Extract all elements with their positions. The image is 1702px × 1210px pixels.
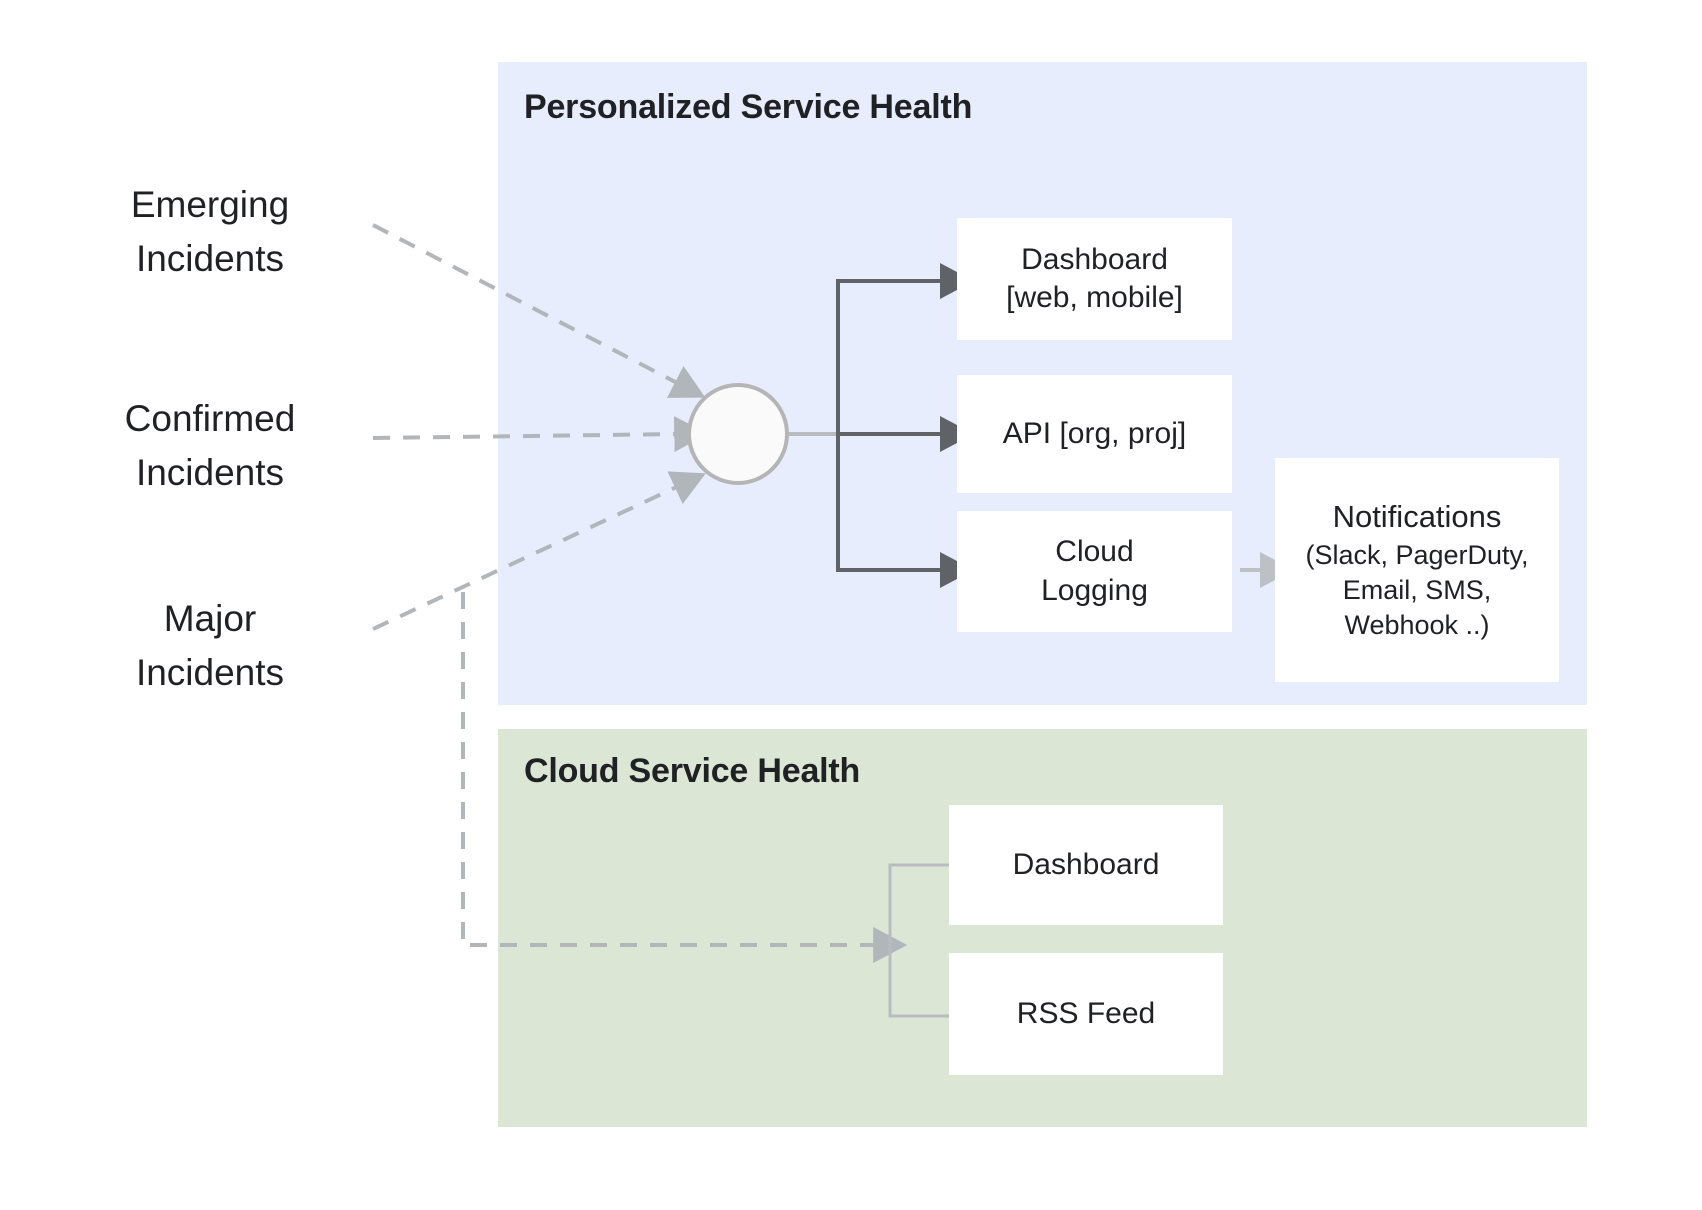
box-rss-feed-label: RSS Feed xyxy=(1016,996,1156,1030)
input-label-confirmed-incidents: Confirmed Incidents xyxy=(124,398,296,493)
box-rss-feed[interactable]: RSS Feed xyxy=(949,953,1223,1075)
box-cloud-dashboard-label: Dashboard xyxy=(1012,847,1160,881)
box-cloud-logging-line1: Cloud xyxy=(1055,535,1134,569)
box-dashboard-web-mobile[interactable]: Dashboard [web, mobile] xyxy=(957,218,1232,340)
panel-title-cloud-service-health: Cloud Service Health xyxy=(524,752,861,790)
box-notifications-channels: (Slack, PagerDuty, Email, SMS, Webhook .… xyxy=(1305,540,1529,641)
box-notifications[interactable]: Notifications (Slack, PagerDuty, Email, … xyxy=(1275,458,1559,682)
box-notifications-title: Notifications xyxy=(1332,498,1502,534)
box-cloud-logging[interactable]: Cloud Logging xyxy=(957,511,1232,632)
box-cloud-dashboard[interactable]: Dashboard xyxy=(949,805,1223,925)
box-dashboard-web-mobile-line1: Dashboard xyxy=(1021,242,1168,276)
input-label-emerging-incidents: Emerging Incidents xyxy=(130,184,290,279)
panel-title-personalized-service-health: Personalized Service Health xyxy=(524,88,973,126)
box-dashboard-web-mobile-line2: [web, mobile] xyxy=(1006,281,1183,314)
box-api-org-proj-line1: API [org, proj] xyxy=(1002,416,1187,450)
box-cloud-logging-line2: Logging xyxy=(1041,573,1148,607)
input-label-major-incidents: Major Incidents xyxy=(135,598,285,693)
box-api-org-proj[interactable]: API [org, proj] xyxy=(957,375,1232,493)
